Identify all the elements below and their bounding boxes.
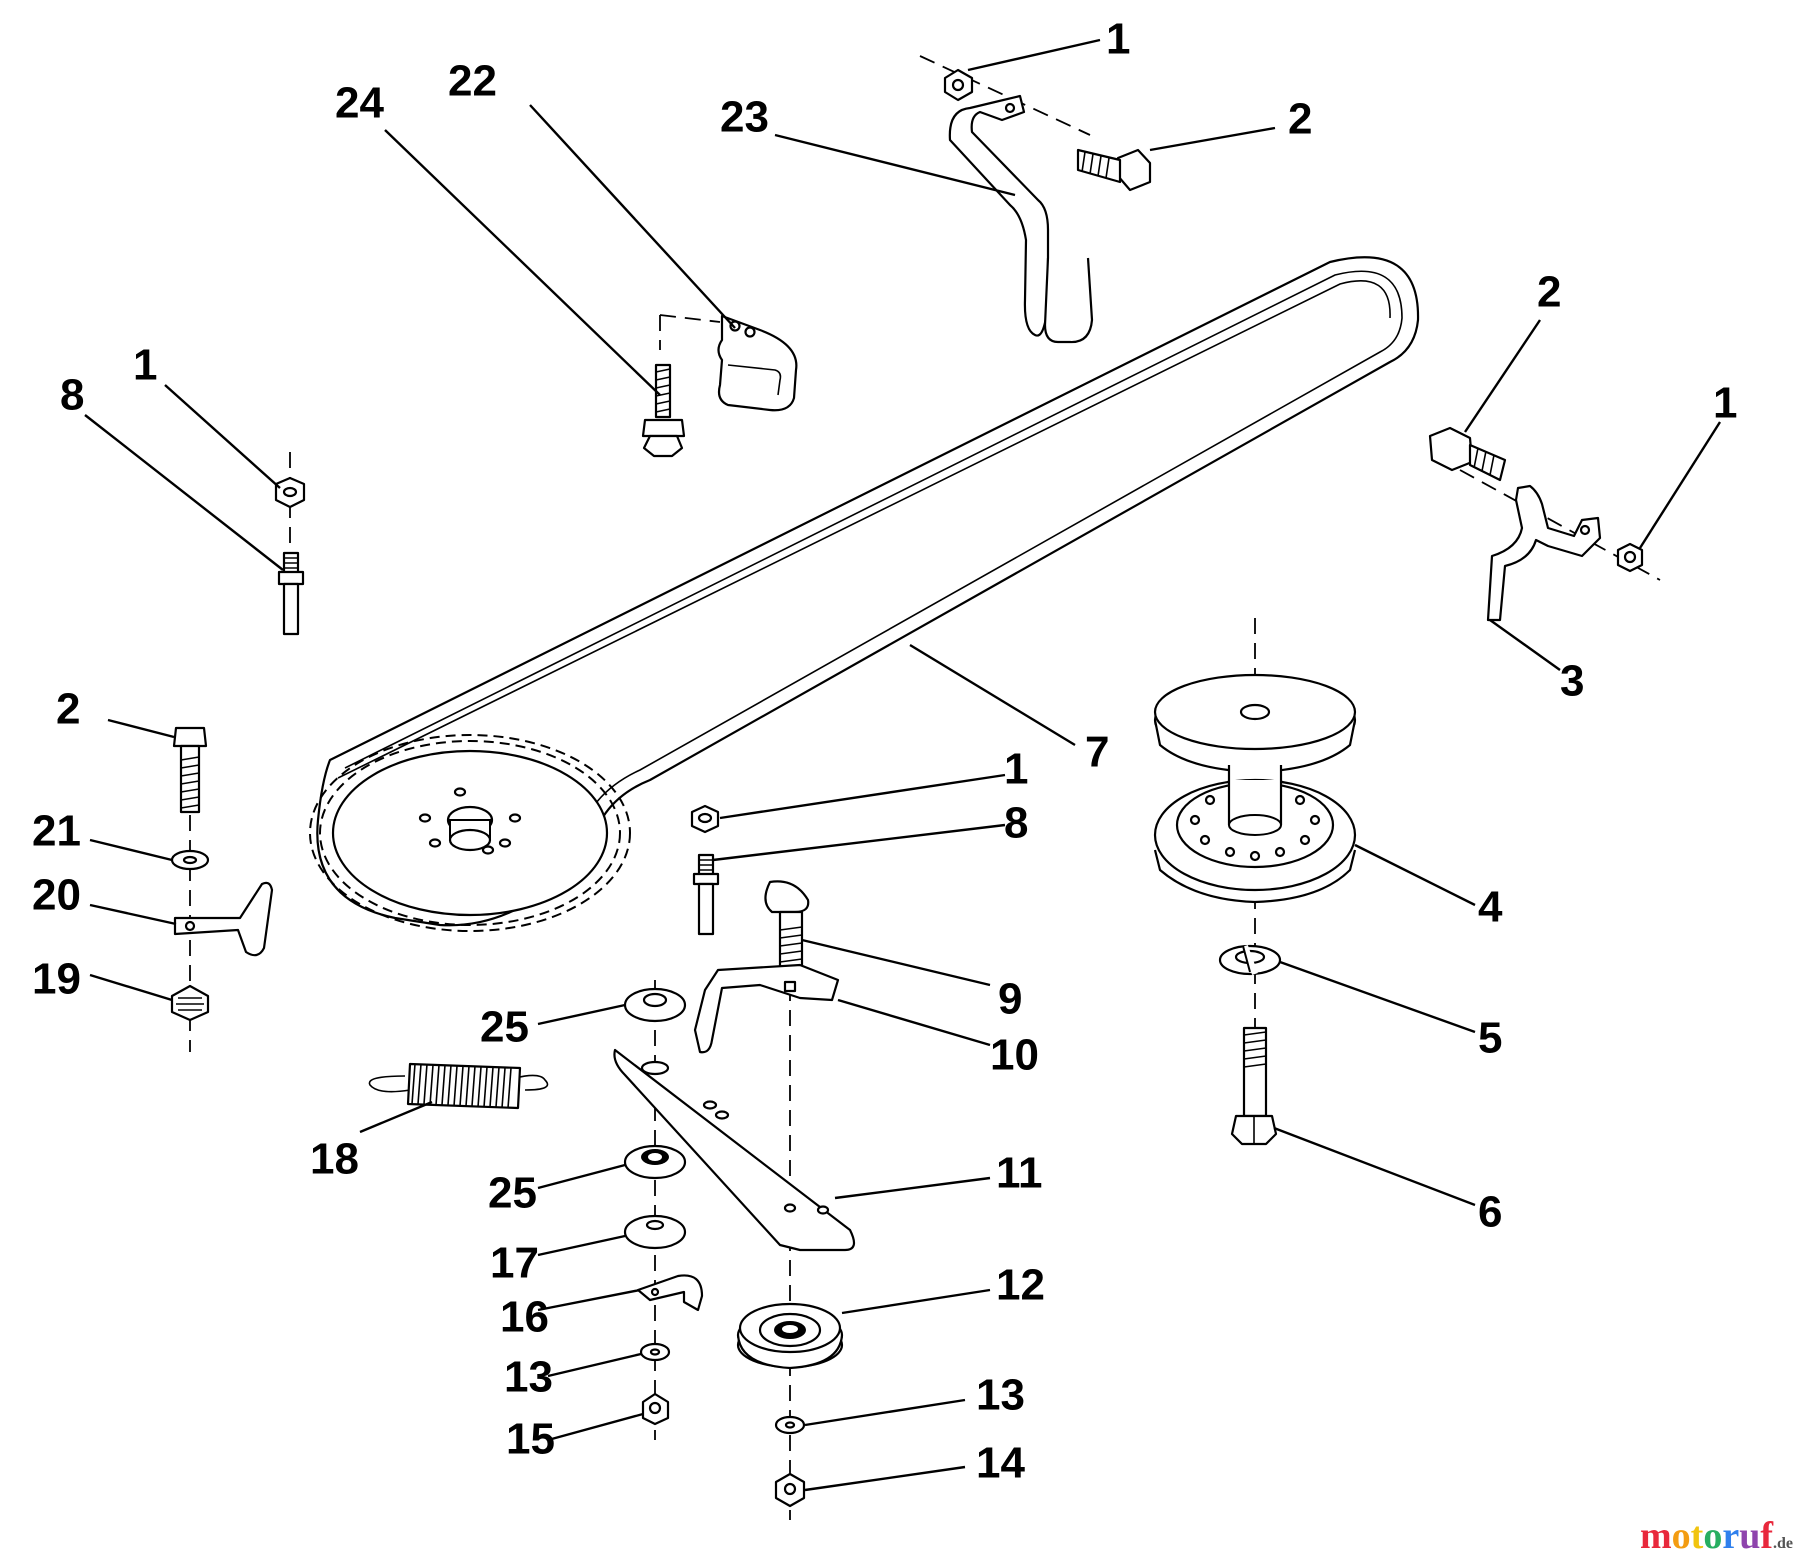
- callout-11: 11: [996, 1149, 1043, 1198]
- callout-21: 21: [32, 807, 81, 856]
- callout-25-top: 25: [480, 1003, 529, 1052]
- callout-13-right: 13: [976, 1371, 1025, 1420]
- callout-16: 16: [500, 1293, 549, 1342]
- bolt-2-top: [1076, 148, 1152, 192]
- callout-9: 9: [998, 975, 1022, 1024]
- watermark-logo: motoruf.de: [1640, 1515, 1793, 1557]
- spring-18: [368, 1062, 549, 1110]
- callout-17: 17: [490, 1239, 539, 1288]
- callout-10: 10: [990, 1031, 1039, 1080]
- callout-1-right: 1: [1713, 379, 1737, 428]
- callout-19: 19: [32, 955, 81, 1004]
- callout-3: 3: [1560, 657, 1584, 706]
- callout-2-top: 2: [1288, 95, 1312, 144]
- callout-2-left: 2: [56, 685, 80, 734]
- belt-pulley: [309, 734, 631, 932]
- callout-18: 18: [310, 1135, 359, 1184]
- right-bracket-assembly: [1428, 426, 1661, 622]
- callout-12: 12: [996, 1261, 1045, 1310]
- callout-1-left: 1: [133, 341, 157, 390]
- callout-4: 4: [1478, 883, 1503, 932]
- callout-7: 7: [1085, 728, 1109, 777]
- bolt-6: [1230, 1026, 1278, 1146]
- callout-22: 22: [448, 57, 497, 106]
- callout-1-top: 1: [1106, 15, 1130, 64]
- callout-2-right: 2: [1537, 268, 1561, 317]
- top-hook-bracket-assembly: [919, 55, 1152, 344]
- idler-arm-assembly: [613, 880, 856, 1520]
- callout-6: 6: [1478, 1188, 1502, 1237]
- callout-1-mid: 1: [1004, 745, 1028, 794]
- carriage-bolt-9: [764, 880, 810, 972]
- left-stud-assembly: [274, 452, 306, 636]
- lockwasher-5: [1218, 944, 1282, 976]
- callout-13-left: 13: [504, 1353, 553, 1402]
- callout-5: 5: [1478, 1014, 1502, 1063]
- bolt-2-left: [172, 726, 208, 814]
- idler-pulley-12: [736, 1302, 844, 1370]
- callout-25-mid: 25: [488, 1169, 537, 1218]
- callout-14: 14: [976, 1439, 1025, 1488]
- callout-20: 20: [32, 871, 81, 920]
- callout-labels: 1 2 23 22 24 1 8 2 1 3 2 21 20 19 7 1 8 …: [32, 15, 1737, 1488]
- callout-8-mid: 8: [1004, 799, 1028, 848]
- drive-belt: [316, 256, 1420, 927]
- left-lower-assembly: [170, 726, 274, 1052]
- callout-15: 15: [506, 1415, 555, 1464]
- double-pulley-assembly: [1153, 618, 1357, 1146]
- svg-text:motoruf.de: motoruf.de: [1640, 1515, 1793, 1557]
- callout-24: 24: [335, 79, 384, 128]
- leader-lines: [84, 38, 1722, 1492]
- callout-23: 23: [720, 93, 769, 142]
- callout-8-left: 8: [60, 371, 84, 420]
- small-hook-assembly: [641, 314, 798, 458]
- bolt-2-right: [1428, 426, 1507, 482]
- bolt-24: [641, 363, 686, 458]
- middle-stud-assembly: [690, 804, 720, 936]
